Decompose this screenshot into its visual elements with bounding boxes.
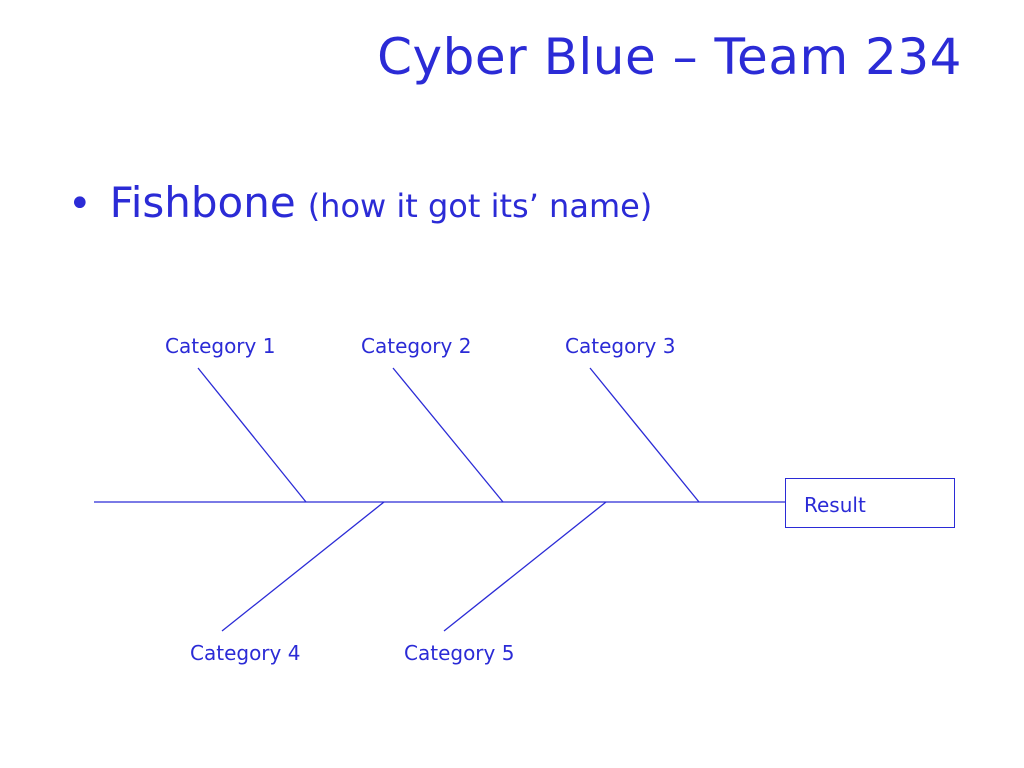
result-box: Result xyxy=(785,478,955,528)
bullet-dot-icon: • xyxy=(68,181,92,227)
category-3-label: Category 3 xyxy=(565,334,676,358)
category-1-label: Category 1 xyxy=(165,334,276,358)
bone-category-3 xyxy=(589,367,700,503)
bone-category-4 xyxy=(221,501,385,632)
result-label: Result xyxy=(804,493,866,517)
category-4-label: Category 4 xyxy=(190,641,301,665)
bone-category-2 xyxy=(392,367,504,503)
category-2-label: Category 2 xyxy=(361,334,472,358)
slide-title: Cyber Blue – Team 234 xyxy=(377,28,962,86)
category-5-label: Category 5 xyxy=(404,641,515,665)
bone-category-5 xyxy=(443,501,607,632)
bullet-main-text: Fishbone xyxy=(109,178,296,227)
bullet-sub-text: (how it got its’ name) xyxy=(307,187,653,225)
bullet-item: • Fishbone (how it got its’ name) xyxy=(68,178,652,227)
bone-category-1 xyxy=(197,367,307,503)
